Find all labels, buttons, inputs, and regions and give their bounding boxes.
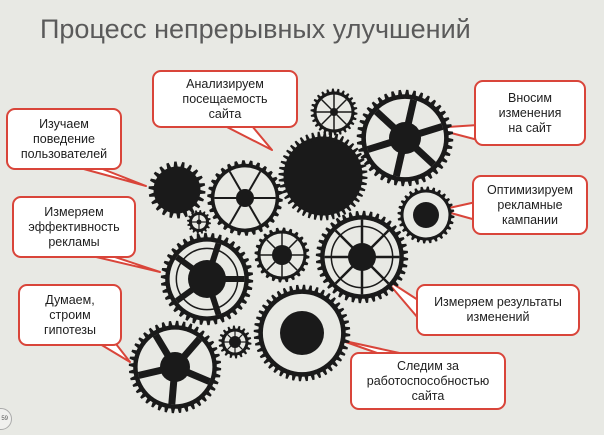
gear-icon: [253, 284, 351, 382]
gear-icon: [397, 186, 455, 244]
callout-line: посещаемость: [182, 91, 268, 106]
callout-pointer: [224, 125, 273, 151]
callout-pointer: [99, 343, 131, 363]
callout-line: сайта: [411, 388, 445, 403]
callout-line: рекламные: [497, 197, 563, 212]
callout-pointer: [91, 255, 161, 273]
callout-line: Оптимизируем: [487, 182, 573, 197]
callout-line: Измеряем результаты: [434, 295, 562, 309]
gear-icon: [278, 131, 368, 221]
callout-line: Измеряем: [44, 204, 104, 219]
callout-line: изменения: [498, 105, 562, 120]
gear-icon: [148, 161, 206, 219]
callout-line: Изучаем: [39, 116, 89, 131]
gear-icon: [254, 227, 310, 283]
callout-line: сайта: [208, 106, 242, 121]
slide-title: Процесс непрерывных улучшений: [40, 14, 471, 44]
gear-icon: [218, 325, 252, 359]
callout-line: поведение: [33, 131, 95, 146]
callout-line: Думаем,: [45, 292, 95, 307]
gear-icon: [356, 89, 454, 187]
callout-line: работоспособностью: [366, 373, 490, 388]
gear-icon: [207, 160, 283, 236]
callout-line: кампании: [502, 212, 558, 227]
callout-line: эффективность: [28, 219, 120, 234]
callout-line: Следим за: [396, 358, 460, 373]
callout-line: гипотезы: [44, 322, 96, 337]
callout-line: строим: [49, 307, 91, 322]
callout-line: Вносим: [507, 90, 553, 105]
callout-line: Анализируем: [186, 76, 264, 91]
callout-line: изменений: [466, 310, 530, 324]
gear-icon: [128, 320, 222, 414]
gear-icon: [187, 210, 211, 234]
gear-icon: [315, 210, 409, 304]
callout-line: рекламы: [48, 234, 100, 249]
callout-line: на сайт: [508, 120, 552, 135]
gear-icon: [310, 88, 358, 136]
gear-icon: [160, 232, 254, 326]
callout-line: пользователей: [20, 146, 108, 161]
callout-pointer: [79, 167, 147, 187]
